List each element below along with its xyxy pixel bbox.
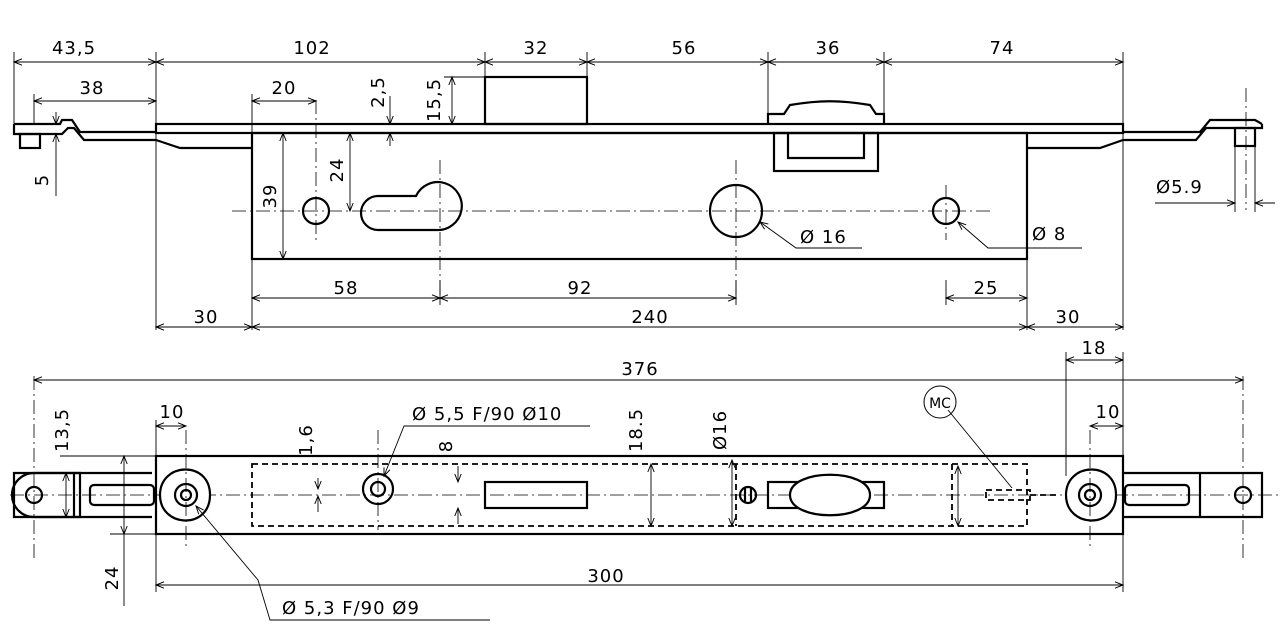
right-rod — [1123, 118, 1263, 134]
cylinder-mark — [738, 485, 758, 505]
dim-102: 102 — [293, 38, 330, 59]
dim-30-right: 30 — [1056, 307, 1081, 328]
dim-36: 36 — [816, 38, 841, 59]
mc-label: MC — [929, 396, 951, 412]
latch — [766, 100, 886, 124]
right-rod-slot — [1123, 483, 1191, 507]
dim-8-bottom: 8 — [436, 440, 457, 452]
left-rod-end — [12, 471, 82, 519]
dim-15-5: 15,5 — [424, 78, 445, 122]
dim-18-5: 18.5 — [626, 408, 647, 452]
dim-58: 58 — [334, 278, 359, 299]
dim-diameter-16: Ø 16 — [800, 227, 847, 248]
dim-24-bottom: 24 — [102, 566, 123, 591]
dim-diameter-8: Ø 8 — [1032, 224, 1066, 245]
dim-43-5: 43,5 — [52, 38, 96, 59]
dim-13-5: 13,5 — [52, 408, 73, 452]
dim-30-left: 30 — [194, 307, 219, 328]
cylinder-keyhole — [359, 180, 463, 232]
note-hole-f90-9: Ø 5,3 F/90 Ø9 — [282, 598, 420, 619]
dim-10-left: 10 — [160, 402, 185, 423]
dim-38: 38 — [80, 78, 105, 99]
dim-25: 25 — [974, 278, 999, 299]
dim-18: 18 — [1082, 338, 1107, 359]
latch-front — [788, 473, 872, 517]
dim-5: 5 — [32, 174, 53, 186]
left-rod — [14, 118, 156, 134]
dim-376: 376 — [621, 359, 658, 380]
faceplate — [154, 122, 1125, 135]
dim-diameter-5-9: Ø5.9 — [1156, 177, 1203, 198]
lock-case — [250, 131, 1029, 261]
dim-10-right: 10 — [1096, 402, 1121, 423]
dim-300: 300 — [587, 566, 624, 587]
dim-24: 24 — [327, 158, 348, 183]
right-rod-tip — [1233, 126, 1257, 148]
deadbolt — [483, 75, 589, 126]
dim-1-6: 1,6 — [296, 424, 317, 456]
right-rod-end — [1123, 471, 1264, 519]
dim-diameter-16-bottom: Ø16 — [710, 410, 731, 450]
dim-32: 32 — [524, 38, 549, 59]
dim-92: 92 — [568, 278, 593, 299]
dim-56: 56 — [672, 38, 697, 59]
dim-74: 74 — [990, 38, 1015, 59]
top-view: 43,5 38 102 32 56 36 74 20 2,5 15,5 24 3… — [12, 38, 1275, 331]
bottom-view: 376 18 10 10 13,5 24 1,6 8 18.5 Ø16 300 … — [10, 338, 1280, 621]
left-rod-slot — [88, 483, 156, 507]
dim-20: 20 — [272, 78, 297, 99]
left-rod-mount — [158, 468, 212, 522]
deadbolt-front — [483, 480, 589, 510]
mc-callout-circle — [923, 385, 957, 419]
dim-39: 39 — [260, 184, 281, 209]
dim-2-5: 2,5 — [368, 76, 389, 108]
note-hole-f90-10: Ø 5,5 F/90 Ø10 — [412, 404, 562, 425]
left-rod-tip — [18, 132, 42, 150]
mc-rod — [985, 489, 1031, 501]
dim-240: 240 — [631, 307, 668, 328]
right-rod-mount — [1064, 468, 1118, 522]
